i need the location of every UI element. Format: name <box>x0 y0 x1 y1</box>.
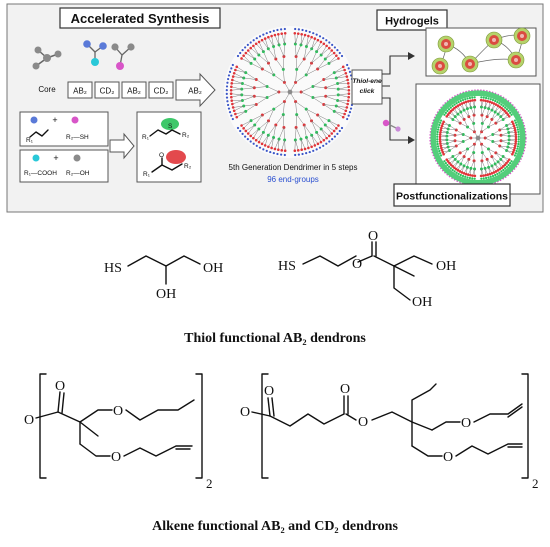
alkene-1-o-carbonyl: O <box>55 379 65 394</box>
graphical-abstract-panel: Accelerated Synthesis Core <box>6 3 544 213</box>
product-r1-label: R₁ <box>142 134 150 141</box>
thiol-2-oh-bottom: OH <box>412 295 432 310</box>
alkene-blue-bead-icon <box>30 116 38 124</box>
thiol-dendron-2-structure: HS O O OH OH <box>278 229 456 310</box>
ester-o-label: O <box>159 152 164 159</box>
alkene-1-o-ether2: O <box>111 450 121 465</box>
alkene-dendron-cd2-structure: O O O O O O 2 <box>240 373 539 491</box>
postfunc-title-box <box>393 183 511 207</box>
thiol-dendron-1-structure: HS OH OH <box>104 255 223 302</box>
postfunc-branch-arrow-icon <box>382 97 408 141</box>
alkene-chain-icon <box>29 129 49 138</box>
ester-red-blob-icon <box>166 150 186 164</box>
alkene-2-o-ether2: O <box>443 450 453 465</box>
ab2-monomer-icon <box>83 40 107 66</box>
thioether-green-blob-icon <box>161 118 179 130</box>
step-label-5: AB₂ <box>188 87 202 96</box>
step-label-1: AB₂ <box>73 87 87 96</box>
thiol-1-oh-bottom: OH <box>156 287 176 302</box>
core-label: Core <box>38 85 56 94</box>
reaction-arrow-icon <box>109 132 135 160</box>
alkene-2-o-ester: O <box>358 415 368 430</box>
thiol-2-oh-right: OH <box>436 259 456 274</box>
alkene-1-o-ether1: O <box>113 404 123 419</box>
hydrogels-title-box <box>376 9 448 31</box>
alcohol-label: R₂—OH <box>66 170 90 177</box>
step-label-2: CD₂ <box>100 87 115 96</box>
synthesis-title: Accelerated Synthesis <box>71 11 210 26</box>
dendrimer-5th-generation-illustration <box>224 26 356 158</box>
alkene-dendrons-caption: Alkene functional AB₂ and CD₂ dendrons <box>152 519 398 534</box>
product-s-label: S <box>168 123 173 130</box>
thiol-2-o-ester: O <box>352 257 362 272</box>
thiol-ene-click-box <box>351 69 383 105</box>
step-box-4 <box>148 81 174 99</box>
product-box: R₁ S R₂ O R₁ R₂ <box>136 111 202 183</box>
svg-text:+: + <box>52 115 57 125</box>
click-label-line2: click <box>360 88 375 95</box>
thiol-ene-reaction-box: + R₁ R₂—SH <box>19 111 109 147</box>
step-sequence: AB₂ CD₂ AB₂ CD₂ AB₂ <box>67 72 216 108</box>
thiol-probe-icon <box>382 119 401 132</box>
product-r2-label: R₂ <box>182 132 190 139</box>
postfunctionalized-dendrimer-illustration <box>415 83 541 195</box>
synthesis-title-box <box>59 7 221 29</box>
step-label-3: AB₂ <box>127 87 141 96</box>
acid-cyan-bead-icon <box>32 154 40 162</box>
alkene-1-o-link: O <box>24 413 34 428</box>
thiol-1-hs: HS <box>104 261 122 276</box>
alcohol-gray-bead-icon <box>73 154 81 162</box>
thiol-r2-label: R₂—SH <box>66 134 89 141</box>
end-groups-caption: 96 end-groups <box>267 175 319 184</box>
alkene-2-o-carbonyl1: O <box>264 384 274 399</box>
alkene-2-o-link: O <box>240 405 250 420</box>
ester-r2-label: R₂ <box>184 163 192 170</box>
acid-label: R₁—COOH <box>24 170 57 177</box>
alkene-1-subscript: 2 <box>206 476 213 491</box>
dendrimer-caption: 5th Generation Dendrimer in 5 steps <box>229 163 358 172</box>
thiol-dendrons-caption: Thiol functional AB₂ dendrons <box>184 331 366 346</box>
hydrogel-branch-arrow-icon <box>382 55 408 75</box>
core-molecule-icon <box>32 46 62 70</box>
hydrogel-network-illustration <box>425 27 537 77</box>
thiol-r1-label: R₁ <box>26 137 34 144</box>
hydrogels-title: Hydrogels <box>385 16 439 28</box>
click-label-line1: Thiol-ene <box>352 78 382 85</box>
alkene-2-o-ether1: O <box>461 416 471 431</box>
ester-r1-label: R₁ <box>143 171 151 178</box>
thiol-2-hs: HS <box>278 259 296 274</box>
cd2-monomer-icon <box>111 43 135 70</box>
alkene-2-subscript: 2 <box>532 476 539 491</box>
thiol-1-oh-right: OH <box>203 261 223 276</box>
step-arrow <box>175 72 216 108</box>
thiol-magenta-bead-icon <box>71 116 79 124</box>
esterification-reaction-box: + R₁—COOH R₂—OH <box>19 149 109 183</box>
thiol-2-o-carbonyl: O <box>368 229 378 244</box>
step-label-4: CD₂ <box>154 87 169 96</box>
step-box-2 <box>94 81 120 99</box>
alkene-dendron-ab2-structure: O O O O 2 <box>24 373 213 491</box>
postfunc-title: Postfunctionalizations <box>396 191 508 203</box>
svg-text:+: + <box>53 153 58 163</box>
alkene-2-o-carbonyl2: O <box>340 382 350 397</box>
step-box-1 <box>67 81 93 99</box>
step-box-3 <box>121 81 147 99</box>
